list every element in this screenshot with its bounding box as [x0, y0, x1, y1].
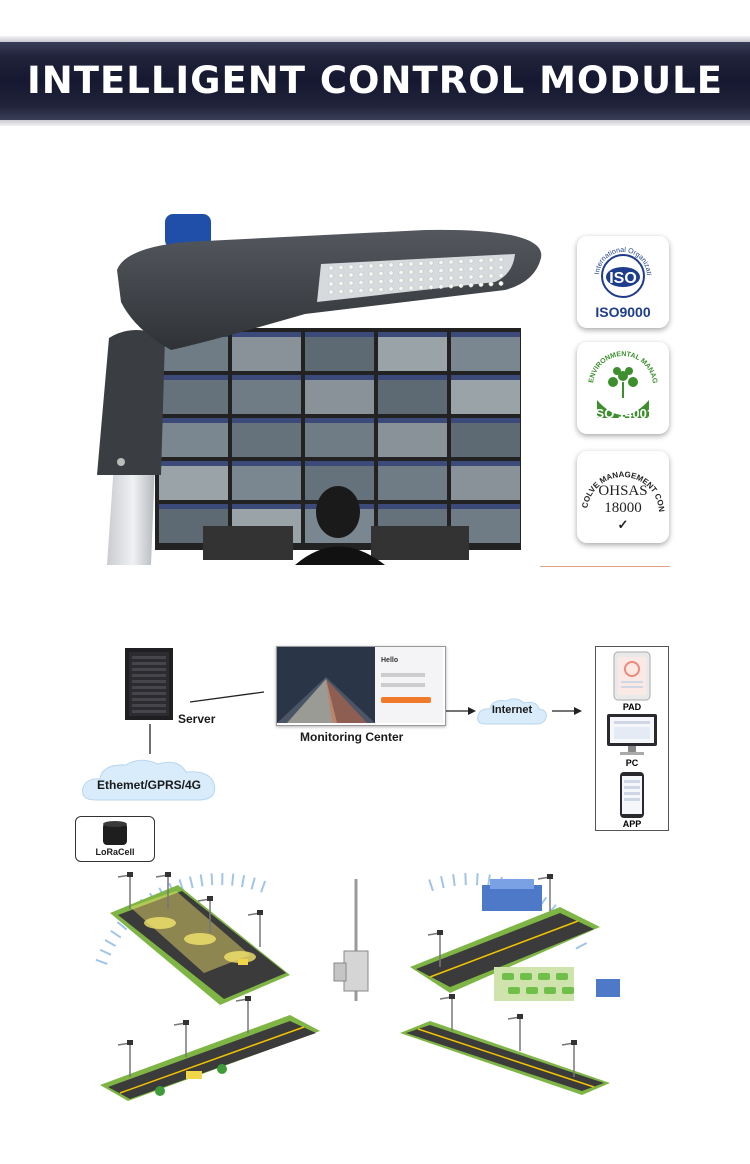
smartphone-icon	[620, 772, 644, 818]
internet-label: Internet	[491, 704, 533, 716]
ohsas-badge: COLVE MANAGEMENT CONSULTATION OHSAS 1800…	[577, 451, 669, 543]
iso14001-seal-icon: ENVIRONMENTAL MANAGEMENT SYSTEM	[577, 342, 658, 418]
road-top-left	[110, 885, 290, 1005]
video-tile	[305, 418, 374, 457]
video-tile	[451, 375, 520, 414]
video-tile	[378, 418, 447, 457]
sensor-module	[165, 214, 211, 248]
video-tile	[232, 375, 301, 414]
video-tile	[232, 332, 301, 371]
street-lamp-icon	[155, 872, 171, 909]
video-tile	[159, 375, 228, 414]
video-tile	[378, 461, 447, 500]
network-label: Ethemet/GPRS/4G	[96, 778, 202, 792]
loracell-box: LoRaCell	[75, 816, 155, 862]
devices-panel: PAD PC APP	[595, 646, 669, 831]
svg-text:ENVIRONMENTAL MANAGEMENT SYSTE: ENVIRONMENTAL MANAGEMENT SYSTEM	[577, 342, 658, 385]
iso14001-label: ISO 14001	[591, 406, 655, 421]
banner-top-edge	[0, 36, 750, 42]
video-tile	[451, 332, 520, 371]
ohsas-line1: OHSAS	[598, 483, 648, 499]
video-tile	[305, 375, 374, 414]
video-tile	[305, 332, 374, 371]
check-icon: ✓	[617, 517, 629, 532]
street-lamp-icon	[561, 1040, 577, 1077]
street-lamp-icon	[537, 874, 553, 911]
product-photo	[97, 214, 542, 565]
server-label: Server	[178, 712, 216, 726]
iso9000-badge: International Organization for Standardi…	[577, 236, 669, 328]
loracell-device-icon	[103, 821, 127, 845]
video-tile	[159, 418, 228, 457]
street-lamp-icon	[173, 1020, 189, 1057]
video-tile	[159, 461, 228, 500]
street-lamp-icon	[439, 994, 455, 1031]
diagram-connectors	[149, 691, 582, 754]
loracell-label: LoRaCell	[95, 847, 135, 857]
street-lamp-icon	[507, 1014, 523, 1051]
ohsas-seal-icon: COLVE MANAGEMENT CONSULTATION	[577, 451, 666, 513]
road-top-right	[410, 879, 620, 1001]
city-night-image	[277, 647, 443, 723]
road-bottom-right	[400, 1021, 610, 1095]
iso14001-badge: ENVIRONMENTAL MANAGEMENT SYSTEM ISO 1400…	[577, 342, 669, 434]
iso9000-seal-icon: International Organization for Standardi…	[577, 236, 652, 298]
street-lamp-icon	[247, 910, 263, 947]
smart-street-illustration	[95, 872, 620, 1101]
app-label: APP	[622, 819, 642, 829]
desktop-pc-icon	[607, 714, 657, 755]
banner-bottom-edge	[0, 120, 750, 126]
tablet-icon	[613, 651, 651, 701]
video-tile	[232, 461, 301, 500]
internet-cloud: Internet	[476, 696, 548, 726]
street-lamp-icon	[235, 996, 251, 1033]
monitoring-center-label: Monitoring Center	[300, 730, 404, 744]
pad-label: PAD	[622, 702, 642, 712]
video-wall	[155, 328, 521, 565]
video-tile	[451, 418, 520, 457]
network-cloud: Ethemet/GPRS/4G	[80, 756, 218, 802]
title-banner: INTELLIGENT CONTROL MODULE	[0, 36, 750, 126]
street-lamp-icon	[427, 930, 443, 967]
video-tile	[378, 375, 447, 414]
street-lamp-icon	[117, 872, 133, 909]
gateway-tower-icon	[333, 879, 369, 1001]
monitoring-screen: Hello	[276, 646, 446, 726]
accent-rule	[540, 566, 670, 567]
iso9000-label: ISO9000	[595, 304, 651, 320]
banner-band	[0, 42, 750, 120]
svg-text:ISO: ISO	[609, 270, 637, 287]
pc-label: PC	[625, 758, 639, 768]
street-lamp-icon	[197, 896, 213, 933]
video-tile	[451, 461, 520, 500]
video-tile	[232, 418, 301, 457]
ohsas-line2: 18000	[604, 500, 642, 516]
page-title: INTELLIGENT CONTROL MODULE	[27, 59, 723, 102]
video-tile	[378, 332, 447, 371]
server-rack-icon	[125, 648, 173, 720]
road-bottom-left	[100, 1015, 320, 1101]
screen-greeting: Hello	[381, 657, 399, 664]
street-lamp-icon	[117, 1040, 133, 1077]
